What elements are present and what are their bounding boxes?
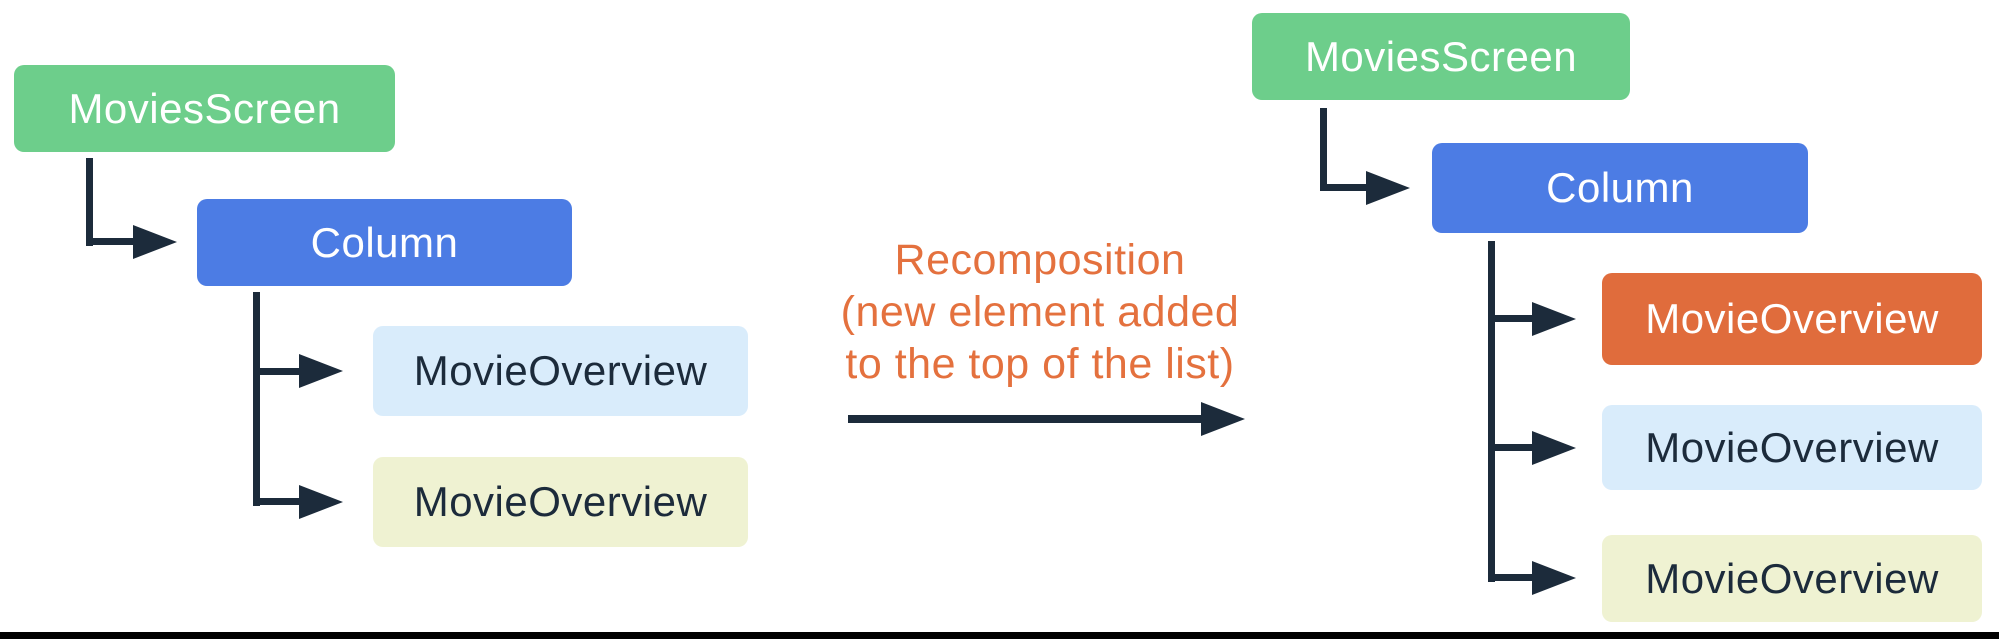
connector-vline (1488, 241, 1495, 582)
connector-hline (86, 238, 135, 245)
connector-hline (1488, 574, 1534, 581)
connector-hline (1488, 444, 1534, 451)
recomposition-caption: Recomposition (new element added to the … (790, 234, 1290, 390)
connector-hline (253, 498, 301, 505)
tree-after-node-column: Column (1432, 143, 1808, 233)
arrowhead-icon (299, 354, 343, 388)
caption-line-2: (new element added (840, 288, 1240, 336)
arrowhead-icon (1532, 431, 1576, 465)
arrowhead-icon (1532, 561, 1576, 595)
bottom-border (0, 632, 1999, 639)
tree-after-node-movieoverview-2: MovieOverview (1602, 535, 1982, 622)
tree-before-node-column: Column (197, 199, 572, 286)
tree-after-node-moviesscreen: MoviesScreen (1252, 13, 1630, 100)
arrowhead-icon (133, 225, 177, 259)
connector-hline (1488, 315, 1534, 322)
connector-vline (1320, 108, 1327, 191)
arrowhead-icon (299, 485, 343, 519)
connector-hline (1320, 184, 1368, 191)
tree-after-node-movieoverview-1: MovieOverview (1602, 405, 1982, 490)
tree-after-node-movieoverview-new: MovieOverview (1602, 273, 1982, 365)
connector-vline (253, 292, 260, 506)
tree-before-node-moviesscreen: MoviesScreen (14, 65, 395, 152)
connector-vline (86, 158, 93, 246)
tree-before-node-movieoverview-2: MovieOverview (373, 457, 748, 547)
connector-hline (253, 368, 301, 375)
recomposition-arrow-line (848, 415, 1203, 423)
caption-line-1: Recomposition (894, 236, 1186, 284)
caption-line-3: to the top of the list) (845, 340, 1235, 388)
arrowhead-icon (1366, 171, 1410, 205)
arrowhead-icon (1201, 402, 1245, 436)
tree-before-node-movieoverview-1: MovieOverview (373, 326, 748, 416)
arrowhead-icon (1532, 302, 1576, 336)
